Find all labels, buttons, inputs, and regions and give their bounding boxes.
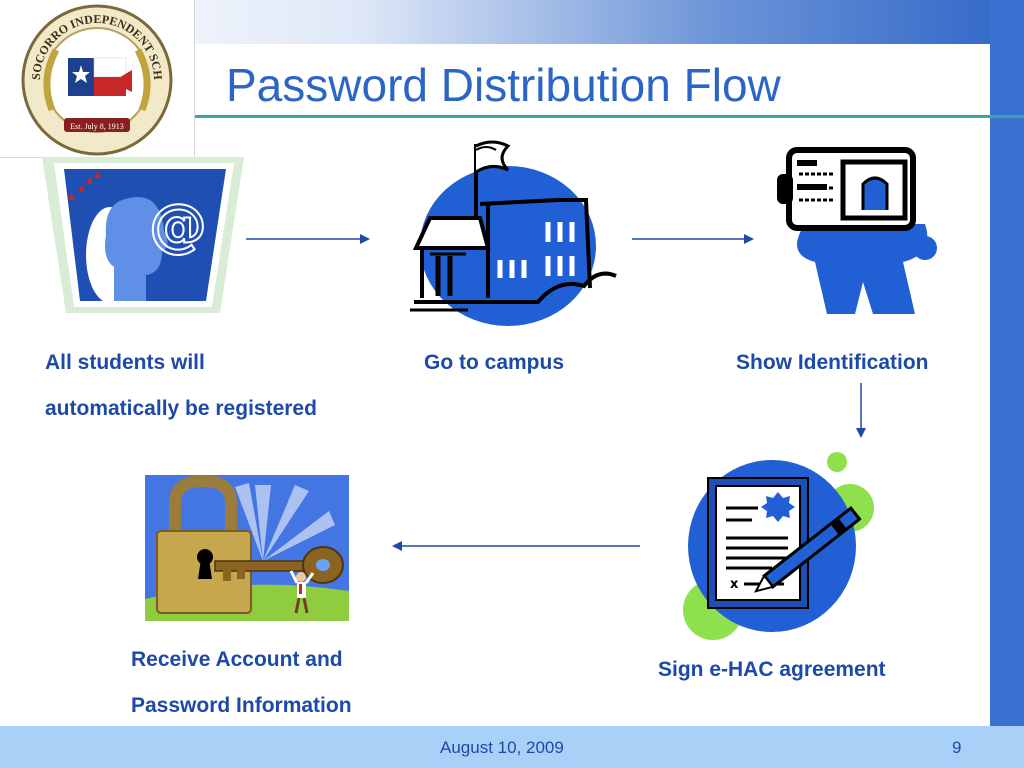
padlock-key-icon — [145, 474, 349, 621]
step-3-label: Show Identification — [736, 340, 929, 386]
district-seal-icon: SOCORRO INDEPENDENT SCHOOL DISTRICT Est.… — [0, 0, 173, 156]
flow-arrow-right-2 — [632, 234, 754, 244]
step-4-label: Sign e-HAC agreement — [658, 647, 886, 693]
step-1-label: All students will automatically be regis… — [45, 340, 317, 432]
signed-document-icon: x — [683, 452, 874, 640]
step-1-illustration: @ — [40, 155, 246, 320]
flow-arrow-down — [856, 383, 866, 438]
step-4-label-line-1: Sign e-HAC agreement — [658, 658, 886, 681]
step-4-illustration: x — [680, 450, 880, 645]
title-underline — [195, 115, 1024, 118]
step-3-illustration — [775, 144, 945, 324]
slide-title: Password Distribution Flow — [226, 59, 781, 111]
district-logo: SOCORRO INDEPENDENT SCHOOL DISTRICT Est.… — [0, 0, 195, 158]
step-2-illustration — [408, 138, 618, 333]
right-side-band — [990, 0, 1024, 768]
step-2-label-line-1: Go to campus — [424, 351, 565, 374]
slide-page-number: 9 — [952, 738, 962, 757]
flow-arrow-left — [392, 541, 640, 551]
footer-date: August 10, 2009 — [440, 738, 564, 757]
step-5-illustration — [145, 474, 349, 626]
step-3-label-line-1: Show Identification — [736, 351, 929, 374]
step-2-label: Go to campus — [424, 340, 564, 386]
flow-arrow-right-1 — [246, 234, 370, 244]
id-card-icon — [777, 147, 937, 314]
step-1-label-line-2: automatically be registered — [45, 397, 317, 420]
svg-text:x: x — [730, 577, 739, 592]
school-building-icon — [410, 140, 617, 326]
step-5-label-line-2: Password Information — [131, 694, 352, 717]
seal-established-text: Est. July 8, 1913 — [70, 122, 124, 131]
email-head-icon: @ — [42, 157, 244, 313]
step-5-label-line-1: Receive Account and — [131, 648, 343, 671]
footer-band — [0, 726, 1024, 768]
svg-text:@: @ — [149, 191, 207, 259]
step-5-label: Receive Account and Password Information — [131, 637, 352, 729]
step-1-label-line-1: All students will — [45, 351, 205, 374]
